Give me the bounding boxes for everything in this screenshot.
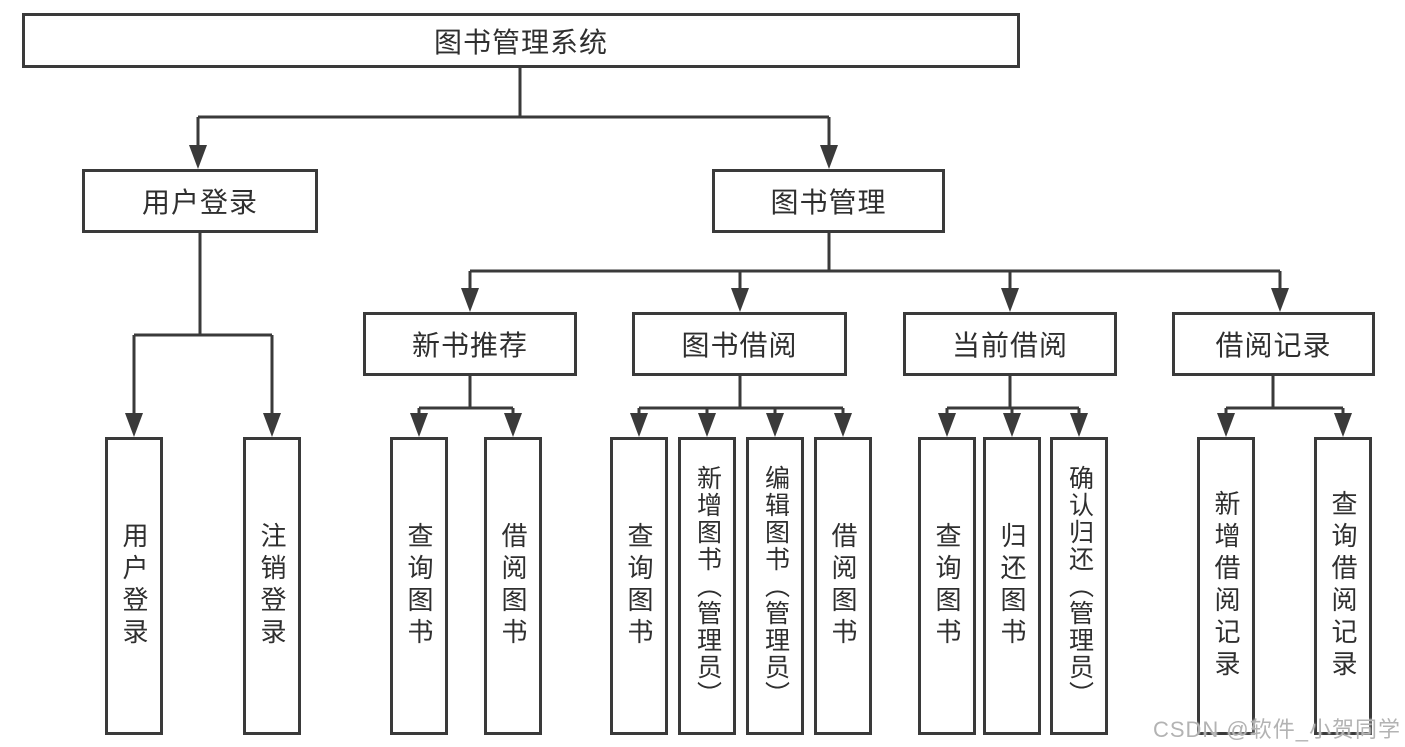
- leaf-edit-book-admin-label: 编辑图书（管理员）: [761, 464, 790, 708]
- leaf-borrow-query-books: 查询图书: [610, 437, 668, 735]
- node-book-borrow-label: 图书借阅: [681, 330, 798, 361]
- leaf-borrow-book-label: 借阅图书: [828, 522, 858, 650]
- leaf-query-borrow-record: 查询借阅记录: [1314, 437, 1372, 735]
- leaf-recommend-borrow-books-label: 借阅图书: [498, 522, 528, 650]
- leaf-recommend-query-books: 查询图书: [390, 437, 448, 735]
- leaf-confirm-return-admin-label: 确认归还（管理员）: [1065, 464, 1094, 708]
- leaf-return-book-label: 归还图书: [997, 522, 1027, 650]
- node-user-login-label: 用户登录: [141, 187, 258, 218]
- node-book-borrow: 图书借阅: [632, 312, 847, 376]
- leaf-borrow-book: 借阅图书: [814, 437, 872, 735]
- leaf-recommend-query-books-label: 查询图书: [404, 522, 434, 650]
- node-user-login: 用户登录: [82, 169, 318, 233]
- leaf-query-borrow-record-label: 查询借阅记录: [1328, 490, 1358, 682]
- leaf-add-borrow-record-label: 新增借阅记录: [1211, 490, 1241, 682]
- node-root: 图书管理系统: [22, 13, 1020, 68]
- leaf-current-query-books-label: 查询图书: [932, 522, 962, 650]
- leaf-logout: 注销登录: [243, 437, 301, 735]
- node-borrow-records-label: 借阅记录: [1215, 330, 1332, 361]
- node-new-book-recommend-label: 新书推荐: [411, 330, 528, 361]
- node-book-management-label: 图书管理: [770, 187, 887, 218]
- leaf-confirm-return-admin: 确认归还（管理员）: [1050, 437, 1108, 735]
- leaf-edit-book-admin: 编辑图书（管理员）: [746, 437, 804, 735]
- leaf-current-query-books: 查询图书: [918, 437, 976, 735]
- node-current-borrow: 当前借阅: [903, 312, 1117, 376]
- leaf-logout-label: 注销登录: [257, 522, 287, 650]
- leaf-add-book-admin-label: 新增图书（管理员）: [693, 464, 722, 708]
- leaf-user-login: 用户登录: [105, 437, 163, 735]
- leaf-add-book-admin: 新增图书（管理员）: [678, 437, 736, 735]
- node-book-management: 图书管理: [712, 169, 945, 233]
- leaf-add-borrow-record: 新增借阅记录: [1197, 437, 1255, 735]
- node-root-label: 图书管理系统: [433, 26, 608, 58]
- tree-edges: [132, 68, 1345, 418]
- leaf-return-book: 归还图书: [983, 437, 1041, 735]
- arrowheads: [125, 145, 1352, 437]
- csdn-watermark: CSDN @软件_小贺同学: [1152, 717, 1401, 742]
- leaf-borrow-query-books-label: 查询图书: [624, 522, 654, 650]
- leaf-recommend-borrow-books: 借阅图书: [484, 437, 542, 735]
- node-current-borrow-label: 当前借阅: [951, 330, 1068, 361]
- node-new-book-recommend: 新书推荐: [363, 312, 577, 376]
- leaf-user-login-label: 用户登录: [119, 522, 149, 650]
- node-borrow-records: 借阅记录: [1172, 312, 1375, 376]
